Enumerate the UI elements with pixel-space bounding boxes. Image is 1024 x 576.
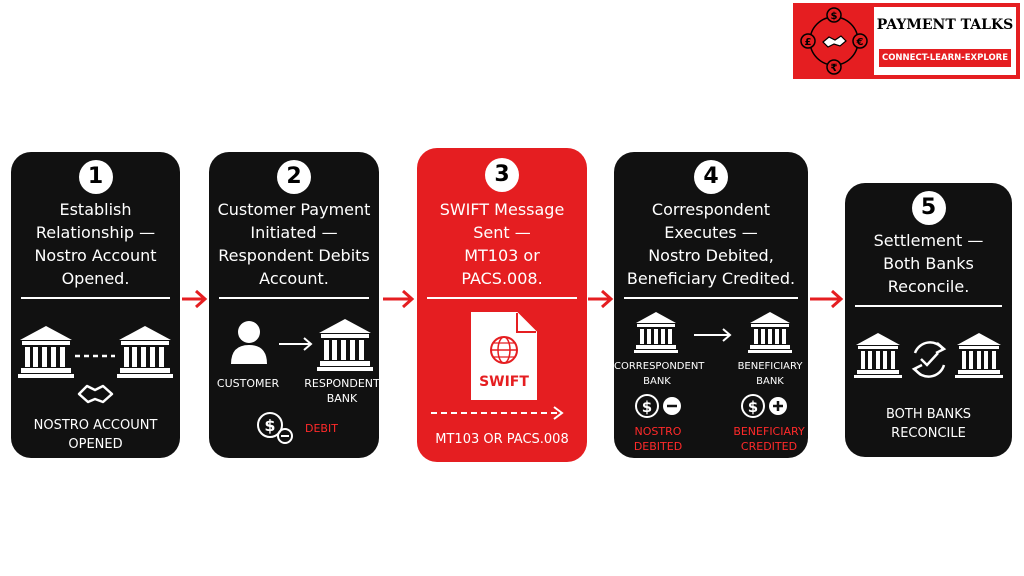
dashed-arrow-icon xyxy=(431,406,564,420)
arrow-right-icon xyxy=(694,328,732,342)
svg-text:$: $ xyxy=(831,11,838,22)
swift-doc-label: SWIFT xyxy=(479,374,529,390)
logo-panel: PAYMENT TALKS CONNECT-LEARN-EXPLORE xyxy=(874,7,1016,75)
divider xyxy=(219,297,369,299)
step-number: 2 xyxy=(277,160,311,194)
step-title: Establish Relationship — Nostro Account … xyxy=(34,200,157,288)
step-caption: NOSTRO ACCOUNT OPENED xyxy=(33,418,158,452)
divider xyxy=(427,297,577,299)
divider xyxy=(624,297,798,299)
step-number: 1 xyxy=(78,160,113,194)
step-card-4: 4 Correspondent Executes — Nostro Debite… xyxy=(614,152,808,458)
step-card-5: 5 Settlement — Both Banks Reconcile. BOT… xyxy=(845,183,1012,457)
debit-label: DEBIT xyxy=(305,422,338,435)
step-caption: BOTH BANKS RECONCILE xyxy=(885,407,972,441)
nostro-debited-label: NOSTRO DEBITED xyxy=(633,425,683,453)
brand-name: PAYMENT TALKS xyxy=(876,17,1014,33)
step-title: Correspondent Executes — Nostro Debited,… xyxy=(626,200,796,288)
step-number: 4 xyxy=(694,160,728,194)
step-title: SWIFT Message Sent — MT103 or PACS.008. xyxy=(439,200,565,288)
step-card-3: 3 SWIFT Message Sent — MT103 or PACS.008… xyxy=(417,148,587,462)
svg-text:₹: ₹ xyxy=(831,63,838,74)
step-caption: MT103 OR PACS.008 xyxy=(435,432,569,447)
customer-label: CUSTOMER xyxy=(216,377,280,390)
arrow-right-icon xyxy=(279,337,313,351)
step-title: Settlement — Both Banks Reconcile. xyxy=(873,231,984,296)
flow-arrow-2 xyxy=(383,289,415,309)
customer-icon xyxy=(231,321,267,364)
divider xyxy=(855,305,1002,307)
flow-arrow-4 xyxy=(810,289,844,309)
brand-tagline: CONNECT-LEARN-EXPLORE xyxy=(879,49,1011,67)
svg-text:$: $ xyxy=(748,398,758,416)
correspondent-bank-icon xyxy=(634,312,678,353)
step-card-2: 2 Customer Payment Initiated — Responden… xyxy=(209,152,380,458)
divider xyxy=(21,297,170,299)
beneficiary-bank-icon xyxy=(748,312,792,353)
beneficiary-bank-label: BENEFICIARY BANK xyxy=(737,361,803,387)
svg-text:$: $ xyxy=(642,398,652,416)
swift-document-icon xyxy=(471,312,537,400)
flow-arrow-1 xyxy=(182,289,208,309)
dollar-plus-icon: $ xyxy=(741,394,787,418)
flow-arrow-3 xyxy=(588,289,614,309)
svg-text:£: £ xyxy=(805,37,812,48)
step-number: 5 xyxy=(911,191,946,225)
dollar-minus-icon: $ xyxy=(635,394,681,418)
beneficiary-credited-label: BENEFICIARY CREDITED xyxy=(733,425,805,453)
nostro-relationship-icon xyxy=(18,326,173,404)
reconcile-banks-icon xyxy=(854,333,1003,378)
step-title: Customer Payment Initiated — Respondent … xyxy=(217,200,371,288)
svg-text:$: $ xyxy=(264,416,275,435)
svg-text:€: € xyxy=(856,37,864,48)
payment-talks-logo: $ € ₹ £ PAYMENT TALKS CONNECT-LEARN-EXPL… xyxy=(793,3,1020,79)
dollar-minus-icon: $ xyxy=(257,412,293,444)
correspondent-bank-label: CORRESPONDENT BANK xyxy=(614,361,705,387)
respondent-bank-label: RESPONDENT BANK xyxy=(304,377,380,405)
step-card-1: 1 Establish Relationship — Nostro Accoun… xyxy=(11,152,180,458)
step-number: 3 xyxy=(485,158,519,192)
currency-cycle-icon: $ € ₹ £ xyxy=(800,7,868,75)
bank-icon xyxy=(317,319,373,371)
